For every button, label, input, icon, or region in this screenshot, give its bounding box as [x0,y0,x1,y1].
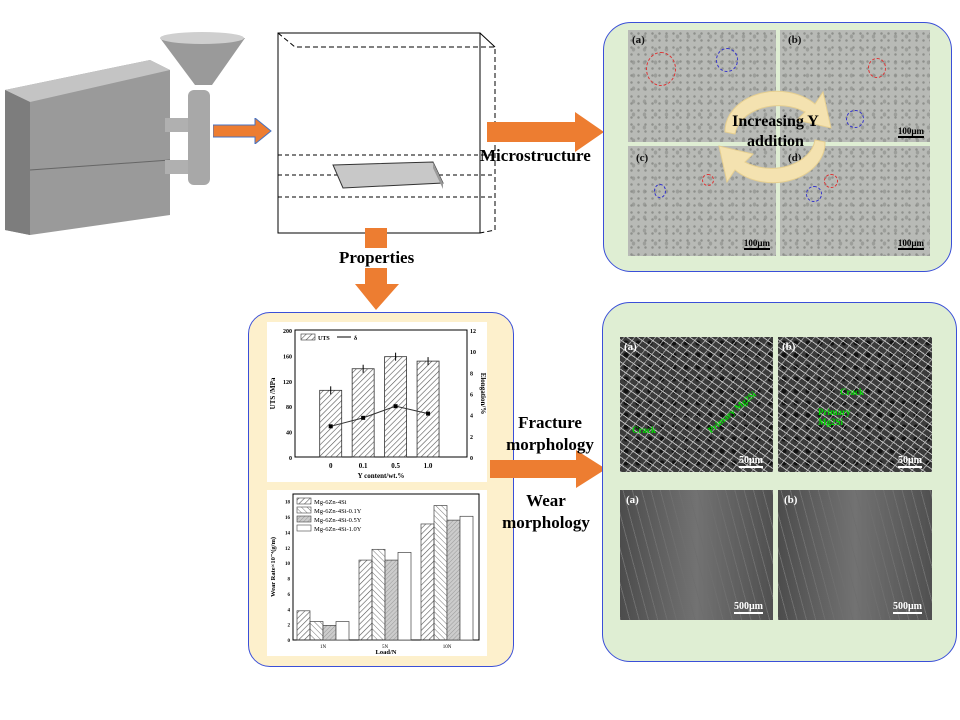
legend-label: Mg-6Zn-4Si-0.1Y [314,508,362,515]
legend-label: δ [354,336,357,342]
y-tick-label: 120 [283,380,292,386]
y-tick-label: 4 [288,608,291,613]
y-tick-label: 0 [289,456,292,462]
wear-morphology-label: Wear morphology [502,491,590,532]
y2-tick-label: 10 [470,350,476,356]
wear-bar [296,610,311,641]
circular-arrows-icon [718,90,832,184]
x-tick-label: 0.5 [391,462,400,470]
x-axis-label: Y content/wt.% [358,472,405,480]
y2-tick-label: 4 [470,414,473,420]
wear-bar [433,505,448,641]
uts-bar [319,389,343,458]
micrograph-c: (c)100μm [628,146,776,256]
legend-label: Mg-6Zn-4Si [314,499,347,506]
y-axis-label: Wear Rate×10⁻⁴(g/m) [270,537,277,597]
y-tick-label: 40 [286,431,292,437]
y2-tick-label: 8 [470,371,473,377]
y-tick-label: 2 [288,624,291,629]
x-tick-label: 1.0 [424,462,433,470]
wear-rate-chart: 0 2 4 6 8 10 12 14 16 18 1N 5N 10N Mg-6Zn-4SiMg-6Zn-4… [267,490,487,656]
elongation-point [426,411,431,416]
fracture-sem-b: (b) Crack Primary Mg2Si 50μm [778,337,932,472]
y-tick-label: 8 [288,578,291,583]
y-tick-label: 18 [285,501,291,506]
y-tick-label: 200 [283,329,292,335]
micrograph-a: (a) [628,30,776,142]
wear-sem-b: (b) 500μm [778,490,932,620]
mold-box [277,32,496,234]
arrow-to-properties [355,228,399,310]
y-tick-label: 10 [285,562,291,567]
elongation-point [393,404,398,409]
x-tick-label: 10N [443,645,452,650]
y2-tick-label: 12 [470,329,476,335]
y-tick-label: 12 [285,547,291,552]
y2-axis-label: Elongation/% [479,373,487,415]
wear-bar [322,625,337,641]
fracture-sem-a: (a) Crack Primary Mg2Si 50μm [620,337,773,472]
plot-frame [294,329,468,458]
y-tick-label: 160 [283,354,292,360]
wear-bar [371,548,386,641]
properties-label: Properties [337,248,417,268]
wear-bar [384,559,399,641]
legend-label: Mg-6Zn-4Si-0.5Y [314,517,362,524]
elongation-point [361,415,366,420]
increasing-y-label: Increasing Y addition [732,113,819,150]
legend-label: UTS [318,336,330,342]
wear-bar [420,523,435,641]
x-axis-label: Load/N [376,649,397,656]
x-tick-label: 5N [382,645,389,650]
y2-tick-label: 6 [470,393,473,399]
wear-bar [459,515,474,641]
wear-sem-a: (a) 500μm [620,490,773,620]
uts-bar [351,368,375,458]
y-tick-label: 80 [286,405,292,411]
y2-tick-label: 2 [470,435,473,441]
extruder-machine [5,32,245,235]
wear-bar [446,519,461,641]
legend-swatch-uts [300,333,316,341]
elongation-point [328,424,333,429]
fracture-morphology-label: Fracture morphology [506,413,594,454]
legend-swatch [296,515,312,523]
wear-bar [358,559,373,641]
y-tick-label: 6 [288,593,291,598]
wear-bar [397,552,412,641]
y-tick-label: 0 [288,639,291,644]
y2-tick-label: 0 [470,456,473,462]
y-tick-label: 14 [285,531,291,536]
wear-bar [309,621,324,641]
arrow-to-microstructure [487,112,604,152]
x-tick-label: 0.1 [359,462,368,470]
microstructure-label: Microstructure [480,146,591,165]
y-tick-label: 16 [285,516,291,521]
legend-swatch [296,506,312,514]
legend-swatch [296,524,312,532]
arrow-to-mold [213,118,272,144]
wear-bar [335,621,350,641]
micrograph-b: (b)100μm [780,30,930,142]
x-tick-label: 1N [320,645,327,650]
y-axis-label: UTS /MPa [269,377,277,409]
uts-bar [416,360,440,458]
arrow-to-morphology [490,450,606,488]
elongation-line [330,405,429,427]
legend-label: Mg-6Zn-4Si-1.0Y [314,526,362,533]
legend-swatch [296,497,312,505]
x-tick-label: 0 [329,462,333,470]
